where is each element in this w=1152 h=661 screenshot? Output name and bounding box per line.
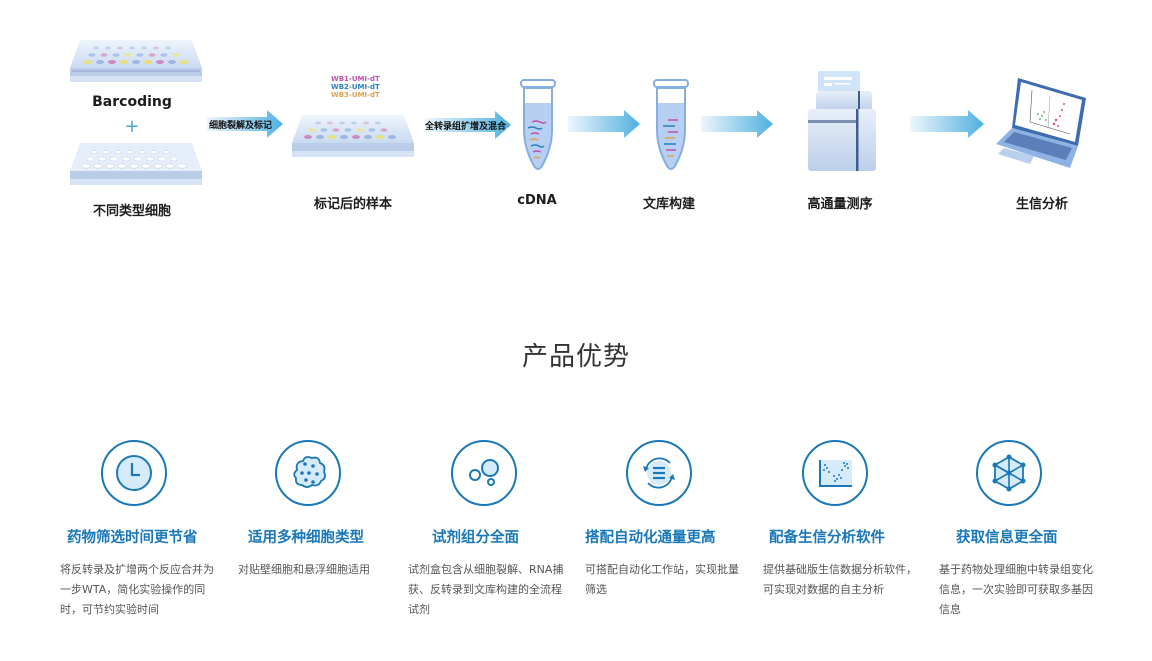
feature-description: 提供基础版生信数据分析软件，可实现对数据的自主分析 (763, 563, 917, 596)
cells-plate-image (70, 143, 202, 185)
wb3-label: WB3-UMI-dT (331, 91, 380, 99)
clock-icon (101, 440, 167, 506)
step-label-cdna: cDNA (517, 193, 557, 208)
wb2-label: WB2-UMI-dT (331, 83, 380, 91)
library-tube-image (653, 79, 689, 170)
step-label-sequencing: 高通量测序 (807, 197, 873, 212)
step-label-cells: 不同类型细胞 (92, 204, 171, 219)
bubbles-icon (451, 440, 517, 506)
arrow-amplification (425, 111, 511, 139)
arrow-lysis (207, 110, 283, 138)
feature-title: 试剂组分全面 (432, 530, 519, 546)
feature-description: 对贴壁细胞和悬浮细胞适用 (238, 563, 370, 576)
automation-cycle-icon (626, 440, 692, 506)
scatter-plot-icon (802, 440, 868, 506)
labeled-sample-plate-image (292, 115, 414, 157)
arrow-label-lysis: 细胞裂解及标记 (209, 121, 273, 131)
feature-title: 适用多种细胞类型 (248, 530, 364, 546)
cell-cluster-icon (275, 440, 341, 506)
plus-sign: + (124, 116, 140, 137)
barcoding-label: Barcoding (92, 94, 172, 110)
arrow-to-library (568, 110, 640, 138)
step-label-library: 文库构建 (642, 197, 695, 212)
section-title: 产品优势 (521, 342, 630, 372)
feature-title: 获取信息更全面 (956, 530, 1058, 546)
wb1-label: WB1-UMI-dT (331, 75, 380, 83)
feature-title: 搭配自动化通量更高 (585, 530, 716, 546)
arrow-label-amplification: 全转录组扩增及混合 (425, 122, 507, 132)
feature-description: 试剂盒包含从细胞裂解、RNA捕获、反转录到文库构建的全流程试剂 (408, 563, 564, 616)
feature-description: 将反转录及扩增两个反应合并为一步WTA，简化实验操作的同时，可节约实验时间 (60, 563, 214, 616)
feature-description: 可搭配自动化工作站，实现批量筛选 (585, 563, 739, 596)
step-label-analysis: 生信分析 (1015, 197, 1068, 212)
laptop-analysis-image (996, 78, 1086, 168)
arrow-to-analysis (910, 110, 984, 138)
feature-title: 药物筛选时间更节省 (67, 530, 198, 546)
sequencer-image (808, 71, 876, 171)
step-label-labeled-sample: 标记后的样本 (313, 197, 392, 212)
barcoding-plate-image (70, 40, 202, 82)
arrow-to-sequencing (701, 110, 773, 138)
cdna-tube-image (520, 79, 556, 170)
feature-description: 基于药物处理细胞中转录组变化信息，一次实验即可获取多基因信息 (939, 563, 1093, 616)
network-cube-icon (976, 440, 1042, 506)
feature-title: 配备生信分析软件 (769, 530, 885, 546)
